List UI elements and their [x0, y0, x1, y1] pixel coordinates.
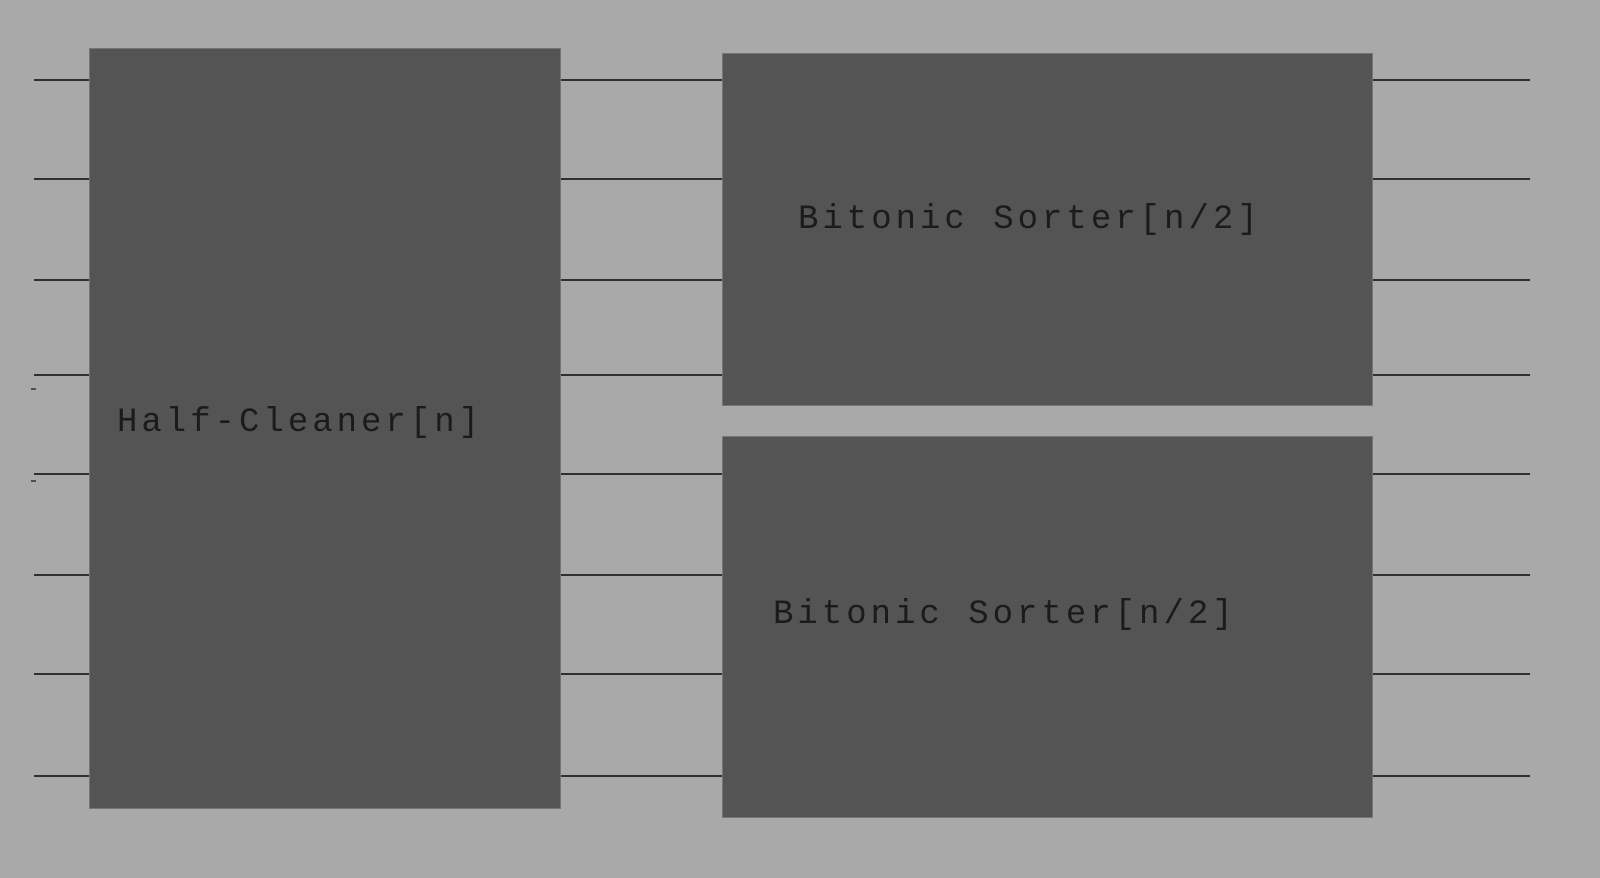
wire-5-middle-link: [561, 473, 722, 475]
bitonic-sorter-bottom-label: Bitonic Sorter[n/2]: [773, 596, 1237, 634]
wire-1-output-stub: [1373, 79, 1530, 81]
bitonic-sorter-top-label: Bitonic Sorter[n/2]: [798, 201, 1262, 239]
wire-3-output-stub: [1373, 279, 1530, 281]
wire-5-input-stub: [34, 473, 89, 475]
wire-2-output-stub: [1373, 178, 1530, 180]
wire-6-input-stub: [34, 574, 89, 576]
wire-1-input-stub: [34, 79, 89, 81]
wire-8-input-stub: [34, 775, 89, 777]
half-cleaner-label: Half-Cleaner[n]: [117, 404, 484, 442]
half-cleaner-block: Half-Cleaner[n]: [89, 48, 561, 809]
wire-7-output-stub: [1373, 673, 1530, 675]
wire-6-middle-link: [561, 574, 722, 576]
wire-3-middle-link: [561, 279, 722, 281]
wire-2-input-stub: [34, 178, 89, 180]
wire-6-output-stub: [1373, 574, 1530, 576]
bitonic-sorter-top-block: Bitonic Sorter[n/2]: [722, 53, 1373, 406]
wire-2-middle-link: [561, 178, 722, 180]
wire-4-output-stub: [1373, 374, 1530, 376]
wire-3-input-stub: [34, 279, 89, 281]
wire-1-middle-link: [561, 79, 722, 81]
wire-8-output-stub: [1373, 775, 1530, 777]
wire-8-middle-link: [561, 775, 722, 777]
bitonic-sorter-bottom-block: Bitonic Sorter[n/2]: [722, 436, 1373, 818]
wire-4-middle-link: [561, 374, 722, 376]
ellipsis-tick-2: [31, 480, 36, 482]
wire-4-input-stub: [34, 374, 89, 376]
wire-7-input-stub: [34, 673, 89, 675]
ellipsis-tick-1: [31, 388, 36, 390]
wire-5-output-stub: [1373, 473, 1530, 475]
wire-7-middle-link: [561, 673, 722, 675]
